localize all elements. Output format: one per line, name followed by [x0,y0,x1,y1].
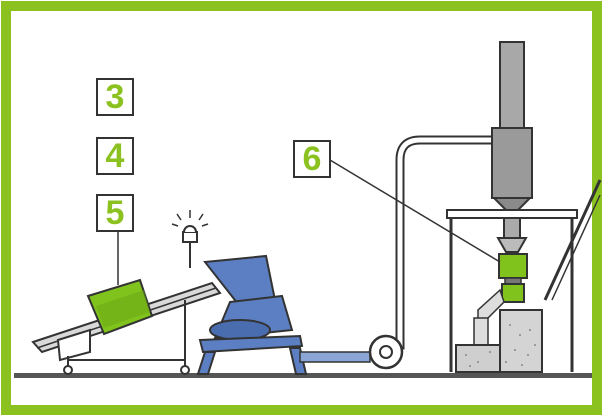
label-6: 6 [293,140,331,178]
leader-line-6 [329,159,501,263]
floor-line [14,373,592,378]
cyclone-silo [491,41,533,213]
module-6-green-unit [498,253,528,279]
shredder-machine [196,254,371,375]
transport-pipe [368,135,495,370]
label-5: 5 [96,194,134,232]
label-4: 4 [96,137,134,175]
warning-light-icon [171,210,209,268]
granulator-unit [455,217,543,373]
collection-bin-left [455,344,503,373]
label-3: 3 [96,78,134,116]
collection-bin-right [499,309,543,373]
